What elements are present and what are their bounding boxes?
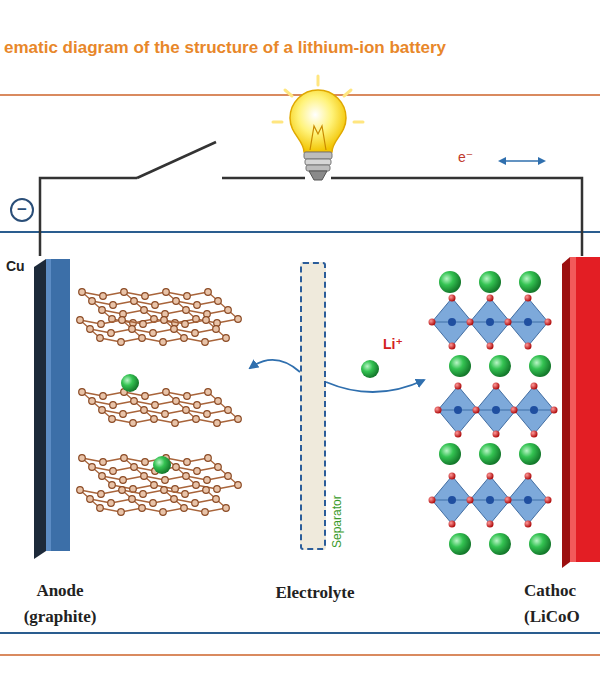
bottom-rule [0,654,600,656]
ion-flow-arrow [326,380,424,392]
electrode-label: Cathoc (LiCoO [524,578,598,631]
lithium-ion [153,456,171,474]
electron-label: e⁻ [458,149,473,165]
light-bulb [273,76,363,180]
ion-flow-arrow [250,360,300,372]
terminal-sign: − [11,199,33,221]
region-label: Electrolyte [245,580,385,606]
lithium-ion [121,374,139,392]
external-wire [40,178,137,256]
copper-collector [34,259,70,559]
negative-terminal [11,199,33,221]
cell-bottom-line [0,632,600,634]
aluminium-collector [562,257,600,568]
separator-membrane: Separator [300,262,326,550]
electrode-label: Anode (graphite) [4,578,116,631]
ion-label: Li⁺ [382,336,404,352]
cathode-region: Cathoc (LiCoO [424,250,600,635]
cell-top-line [0,231,600,233]
switch-blade [137,142,216,178]
licoo2-structure [429,271,558,555]
material-label: Cu [6,258,25,274]
graphite-layers [77,289,242,516]
diagram-title: ematic diagram of the structure of a lit… [4,38,446,58]
lithium-ion [361,360,379,378]
anode-region: CuAnode (graphite) [0,250,250,635]
separator-label: Separator [330,495,344,548]
external-wire [222,178,582,256]
electron-flow-arrow [500,160,544,162]
